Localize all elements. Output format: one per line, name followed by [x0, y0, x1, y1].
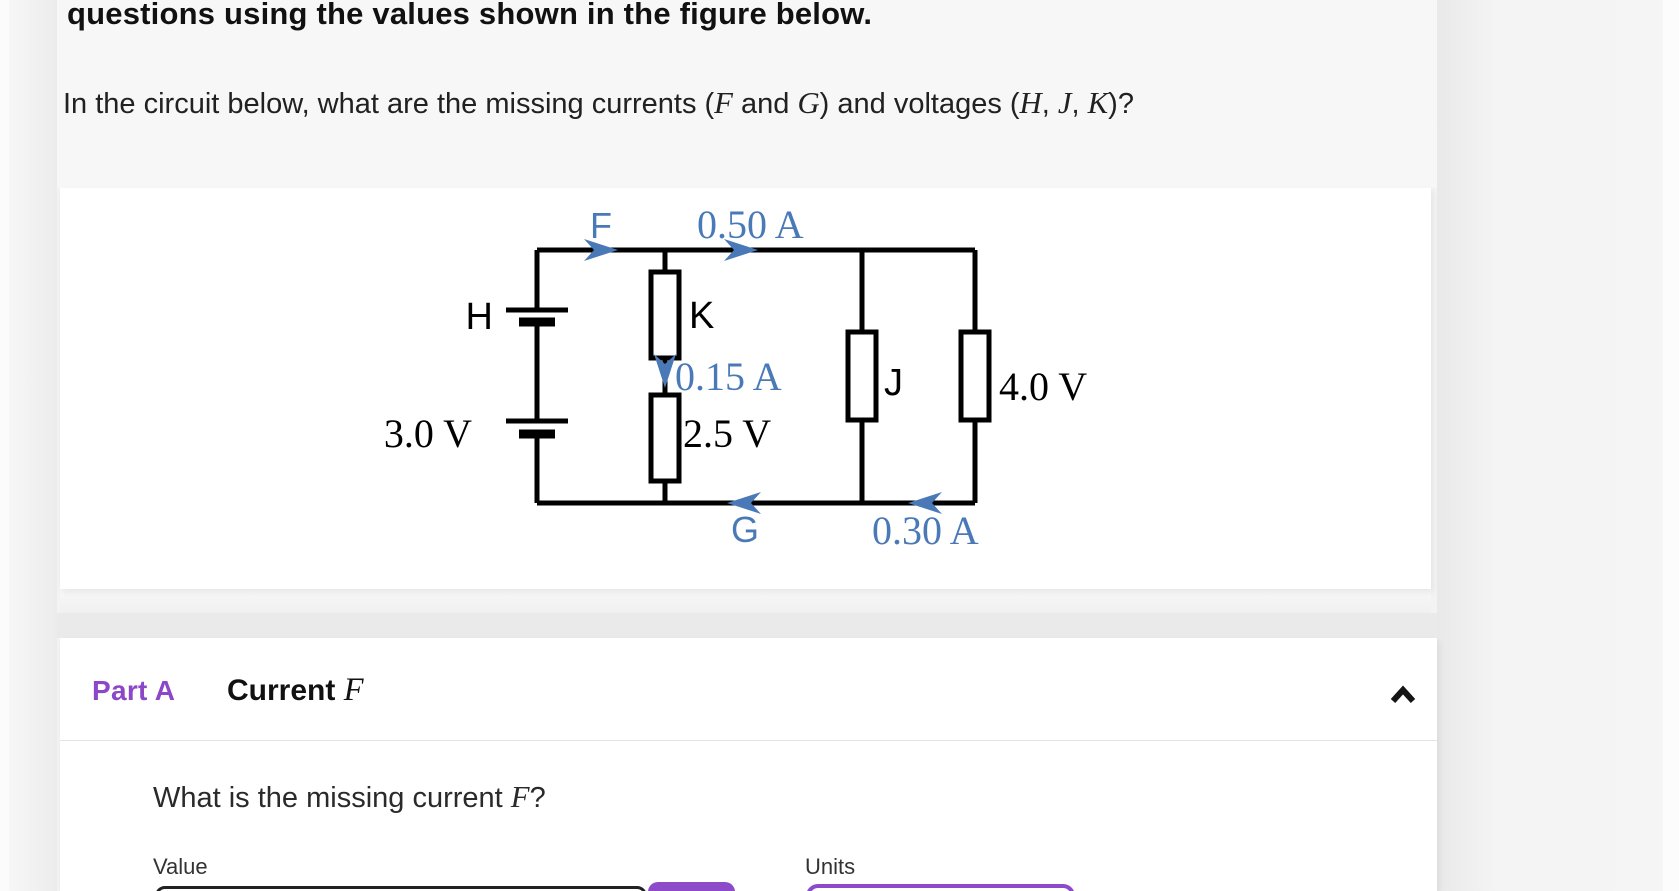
arrow-current-0-30	[908, 492, 942, 514]
question-var-f: F	[510, 780, 530, 814]
var-k: K	[1087, 86, 1109, 120]
label-current-g: G	[731, 509, 759, 550]
units-field-label: Units	[805, 854, 856, 879]
var-g: G	[797, 86, 820, 120]
intro-text: ,	[1071, 88, 1088, 120]
label-current-0-15: 0.15 A	[675, 354, 782, 399]
var-j: J	[1057, 86, 1072, 120]
intro-text: ) and voltages (	[819, 88, 1020, 120]
collapse-part-a-button[interactable]	[1380, 674, 1426, 714]
intro-text: and	[732, 88, 798, 120]
part-a-title-var: F	[343, 672, 364, 708]
circuit-diagram: F 0.50 A H 3.0 V K 0.15 A 2.5 V J 4.0 V …	[384, 202, 1087, 553]
label-current-f: F	[590, 205, 612, 246]
figure-panel-shadow-strip	[60, 589, 1431, 613]
value-field-label: Value	[153, 854, 208, 879]
units-input[interactable]	[806, 884, 1075, 891]
arrow-current-f	[584, 239, 618, 261]
label-current-0-50: 0.50 A	[697, 202, 804, 247]
question-text: ?	[529, 782, 546, 814]
label-resistor-4v: 4.0 V	[999, 364, 1087, 409]
label-battery-h: H	[466, 296, 493, 338]
right-background	[1437, 0, 1679, 891]
resistor-4v	[958, 329, 992, 423]
label-battery-3v: 3.0 V	[384, 411, 472, 456]
value-input-side-button[interactable]	[648, 882, 735, 891]
var-f: F	[714, 86, 733, 120]
label-current-0-30: 0.30 A	[872, 508, 979, 553]
left-edge-gradient	[9, 0, 57, 891]
label-resistor-2-5v: 2.5 V	[683, 411, 771, 456]
resistor-k	[648, 269, 682, 361]
chevron-up-icon	[1390, 685, 1416, 704]
resistor-j	[845, 329, 879, 423]
part-a-header-divider	[60, 740, 1437, 741]
instructions-heading: questions using the values shown in the …	[67, 0, 873, 31]
part-a-question: What is the missing current F?	[153, 780, 546, 815]
question-intro: In the circuit below, what are the missi…	[63, 86, 1463, 121]
value-input[interactable]	[155, 886, 647, 891]
part-a-title-text: Current	[227, 674, 344, 707]
part-a-title: Current F	[227, 672, 363, 709]
arrow-current-g	[727, 492, 761, 514]
part-a-panel: Part A Current F What is the missing cur…	[60, 638, 1437, 891]
intro-text: In the circuit below, what are the missi…	[63, 88, 715, 120]
question-text: What is the missing current	[153, 782, 511, 814]
panel-gap-band	[0, 613, 1679, 638]
arrow-current-0-15	[654, 354, 676, 388]
top-background	[0, 0, 1679, 188]
intro-text: ,	[1041, 88, 1058, 120]
var-h: H	[1019, 86, 1042, 120]
part-a-label: Part A	[92, 675, 176, 706]
circuit-figure-panel: F 0.50 A H 3.0 V K 0.15 A 2.5 V J 4.0 V …	[60, 188, 1431, 589]
left-edge-strip	[0, 0, 9, 891]
right-scrollbar-strip[interactable]	[1663, 0, 1679, 891]
label-resistor-j: J	[884, 362, 903, 404]
intro-text: )?	[1108, 88, 1134, 120]
label-resistor-k: K	[689, 295, 714, 337]
arrow-current-0-50	[724, 239, 758, 261]
resistor-2-5v	[648, 392, 682, 484]
